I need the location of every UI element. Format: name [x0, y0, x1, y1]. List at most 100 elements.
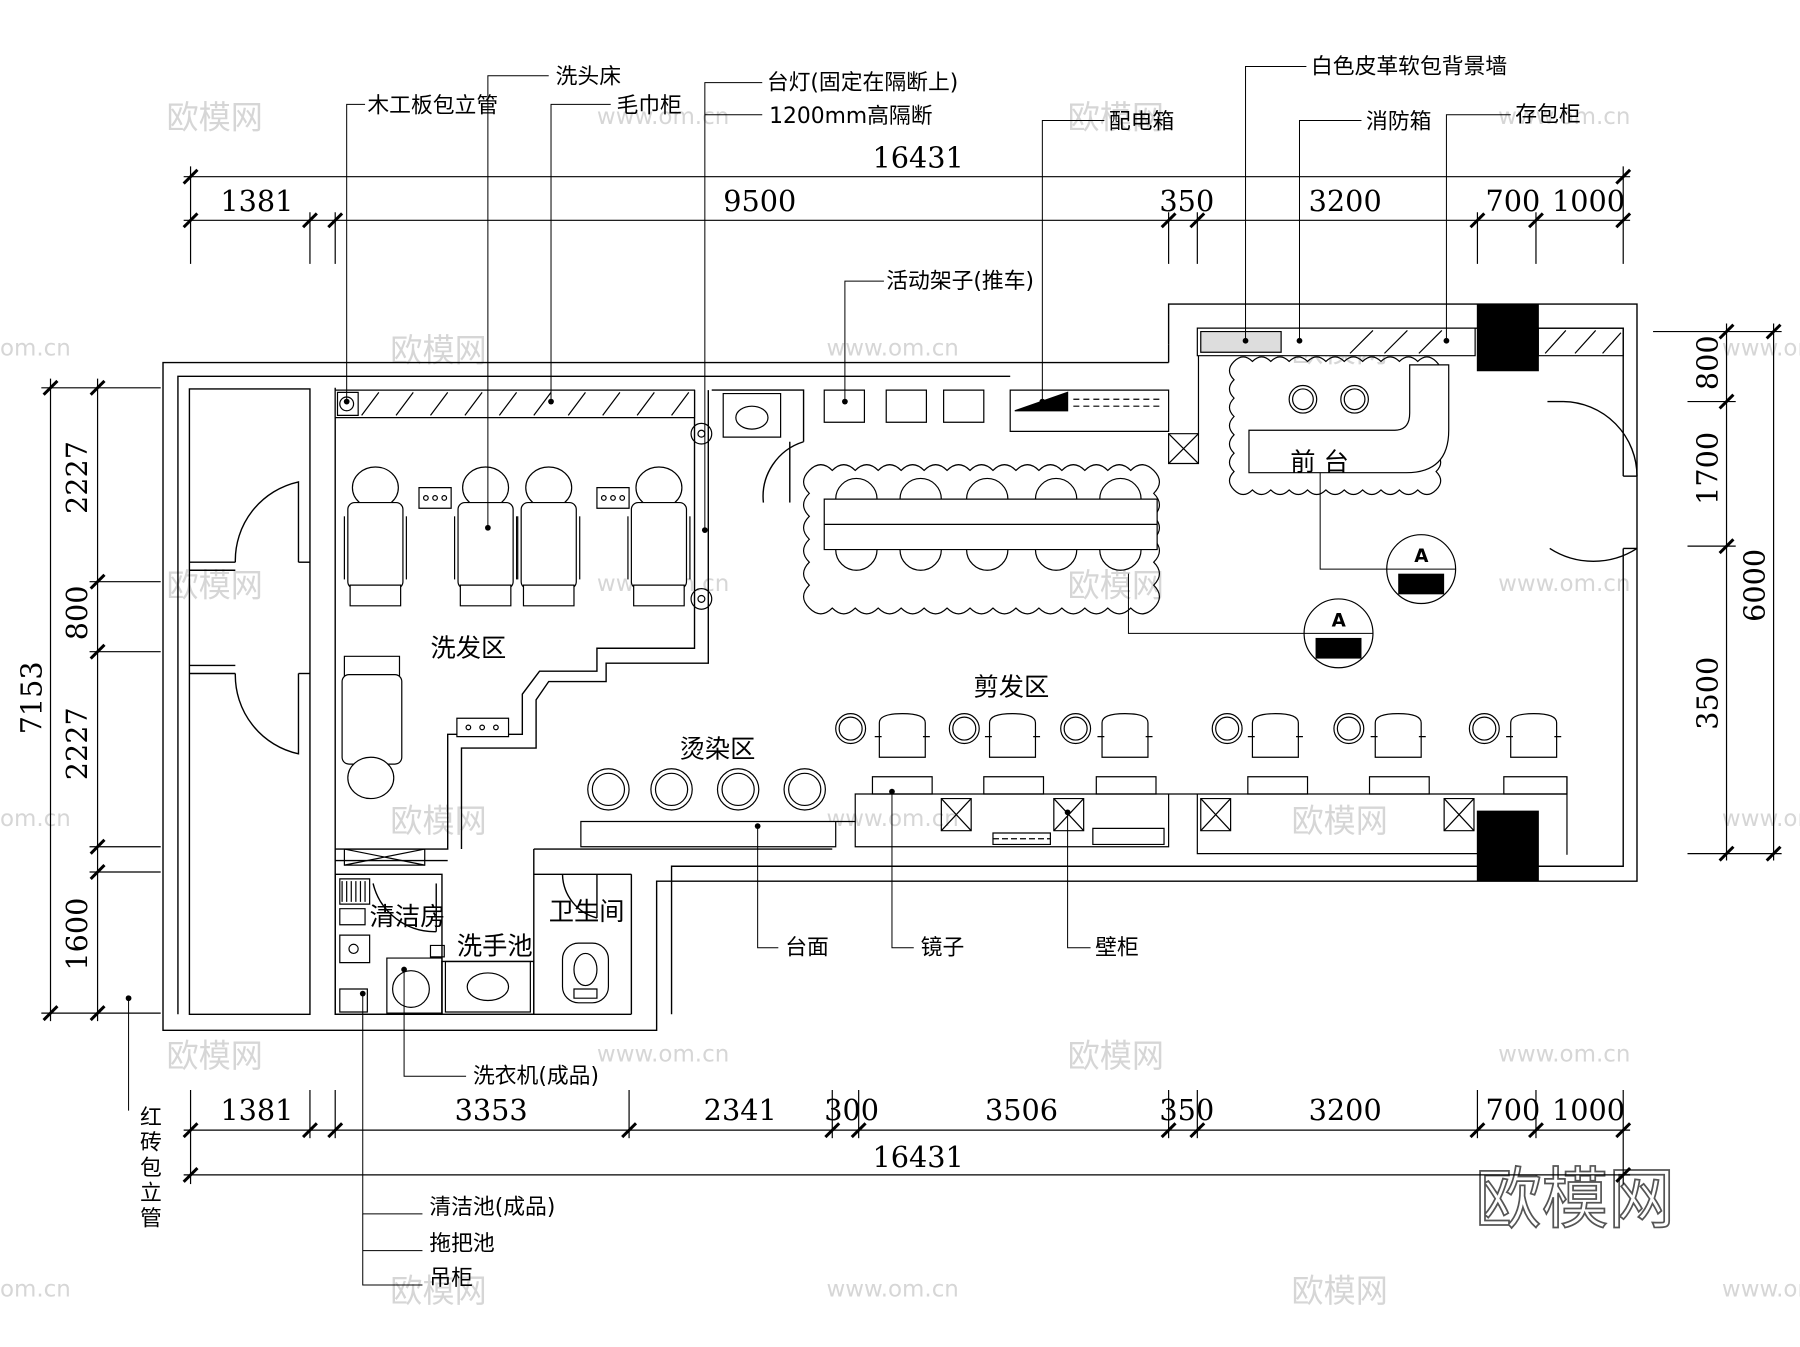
- section-marker-a2: A: [1304, 599, 1373, 668]
- watermark-site: www.om.cn: [1498, 104, 1630, 130]
- structural-column: [1477, 304, 1538, 371]
- section-label: A: [1332, 610, 1347, 631]
- callout-fire-box: 消防箱: [1366, 110, 1431, 135]
- dimension-labels: 16431 1381 9500 350 3200 700 1000 1381 3…: [14, 141, 1771, 1174]
- watermark-brand: 欧模网: [390, 802, 486, 840]
- callout-bag-cabinet: 存包柜: [1515, 103, 1580, 128]
- callout-white-wall: 白色皮革软包背景墙: [1311, 54, 1507, 79]
- zone-reception: 前 台: [1290, 447, 1349, 476]
- dim-left-seg: 1600: [60, 898, 94, 971]
- dim-top-seg: 9500: [723, 184, 796, 218]
- callout-washer: 洗衣机(成品): [473, 1064, 599, 1089]
- squat-toilet: [563, 943, 609, 1003]
- dim-top-seg: 350: [1159, 184, 1214, 218]
- dim-left-seg: 800: [60, 585, 94, 640]
- walls: [163, 304, 1637, 1030]
- distribution-box: [1010, 390, 1168, 431]
- zone-wash: 洗发区: [430, 633, 506, 662]
- watermark-site: www.om.cn: [1722, 806, 1800, 832]
- zone-perm: 烫染区: [680, 734, 756, 763]
- leader-dots: [125, 337, 1450, 1002]
- callout-wood-pipe: 木工板包立管: [367, 93, 498, 118]
- structural-column: [1477, 811, 1538, 880]
- wash-bed: [344, 467, 406, 606]
- dim-left-total: 7153: [14, 661, 48, 734]
- watermark-short: om.cn: [0, 336, 71, 362]
- wash-bed: [628, 467, 690, 606]
- dim-top-seg: 700: [1485, 184, 1540, 218]
- callout-mop-sink: 拖把池: [429, 1232, 494, 1257]
- dim-right-total: 6000: [1737, 549, 1771, 622]
- watermark-layer: 欧模网 www.om.cn 欧模网 www.om.cn om.cn 欧模网 ww…: [0, 99, 1800, 1311]
- wash-bed: [342, 656, 402, 798]
- dim-bottom-seg: 3353: [455, 1093, 528, 1127]
- wash-bed: [455, 467, 517, 606]
- perm-chairs: [588, 769, 826, 810]
- movable-rack: [824, 390, 864, 422]
- mirror-counter: [836, 777, 1567, 855]
- watermark-logo: 欧模网: [1475, 1160, 1675, 1238]
- control-panel: [597, 488, 629, 509]
- dim-right-seg: 800: [1690, 335, 1724, 390]
- dim-top-seg: 1000: [1552, 184, 1625, 218]
- brick-pipe-char: 红: [140, 1105, 162, 1130]
- dim-left-seg: 2227: [60, 707, 94, 780]
- control-panel: [419, 488, 451, 509]
- callout-mirror: 镜子: [921, 936, 965, 961]
- watermark-brand: 欧模网: [166, 99, 262, 137]
- watermark-site: www.om.cn: [1722, 1277, 1800, 1303]
- zone-cut: 剪发区: [973, 672, 1049, 701]
- brick-pipe-char: 包: [140, 1156, 162, 1181]
- bag-cabinet: [1538, 328, 1623, 356]
- section-label: A: [1414, 546, 1429, 567]
- movable-rack: [944, 390, 984, 422]
- watermark-brand: 欧模网: [1068, 99, 1164, 137]
- zone-labels: 洗发区 剪发区 烫染区 前 台 清洁房 洗手池 卫生间: [370, 447, 1349, 960]
- dim-top-seg: 1381: [220, 184, 293, 218]
- watermark-brand: 欧模网: [166, 567, 262, 605]
- cleaning-room-items: [340, 879, 444, 1013]
- watermark-short: om.cn: [0, 1277, 71, 1303]
- dim-left-seg: 2227: [60, 441, 94, 514]
- towel-cabinet: [335, 390, 694, 418]
- brick-pipe-char: 砖: [140, 1131, 162, 1156]
- callout-clean-sink: 清洁池(成品): [429, 1195, 555, 1220]
- callout-labels: 木工板包立管 洗头床 毛巾柜 台灯(固定在隔断上) 1200mm高隔断 白色皮革…: [140, 54, 1581, 1291]
- dim-bottom-total: 16431: [872, 1140, 963, 1174]
- callout-hanging-cabinet: 吊柜: [429, 1266, 473, 1291]
- dim-right-seg: 1700: [1690, 432, 1724, 505]
- callout-towel-cabinet: 毛巾柜: [616, 93, 681, 118]
- watermark-brand: 欧模网: [390, 331, 486, 369]
- callout-distribution-box: 配电箱: [1109, 110, 1174, 135]
- perm-counter: [581, 822, 836, 847]
- control-panel: [457, 718, 509, 736]
- watermark-short: om.cn: [0, 806, 71, 832]
- callout-countertop: 台面: [785, 936, 829, 961]
- callout-movable-rack: 活动架子(推车): [886, 269, 1034, 294]
- watermark-brand: 欧模网: [1068, 1037, 1164, 1075]
- dimension-lines: [41, 166, 1781, 1184]
- callout-wall-cabinet: 壁柜: [1095, 936, 1139, 961]
- callout-wash-bed: 洗头床: [556, 65, 622, 90]
- dim-bottom-seg: 700: [1485, 1093, 1540, 1127]
- watermark-brand: 欧模网: [1068, 567, 1164, 605]
- zone-toilet: 卫生间: [549, 897, 625, 926]
- dim-bottom-seg: 1000: [1552, 1093, 1625, 1127]
- partition-box: [344, 849, 424, 865]
- watermark-brand: 欧模网: [1291, 1272, 1387, 1310]
- handwash-sink: [445, 961, 530, 1011]
- dim-bottom-seg: 2341: [704, 1093, 777, 1127]
- watermark-brand: 欧模网: [166, 1037, 262, 1075]
- furniture: [335, 304, 1623, 1013]
- brick-pipe-char: 立: [140, 1181, 162, 1206]
- watermark-brand: 欧模网: [1291, 802, 1387, 840]
- watermark-site: www.om.cn: [1498, 571, 1630, 597]
- dim-top-seg: 3200: [1309, 184, 1382, 218]
- zone-handwash: 洗手池: [457, 932, 533, 961]
- watermark-site: www.om.cn: [827, 336, 959, 362]
- dim-right-seg: 3500: [1690, 657, 1724, 730]
- dim-bottom-seg: 3506: [985, 1093, 1058, 1127]
- cutting-stations: [836, 714, 1562, 758]
- section-marker-a1: A: [1387, 535, 1456, 604]
- watermark-site: www.om.cn: [597, 104, 729, 130]
